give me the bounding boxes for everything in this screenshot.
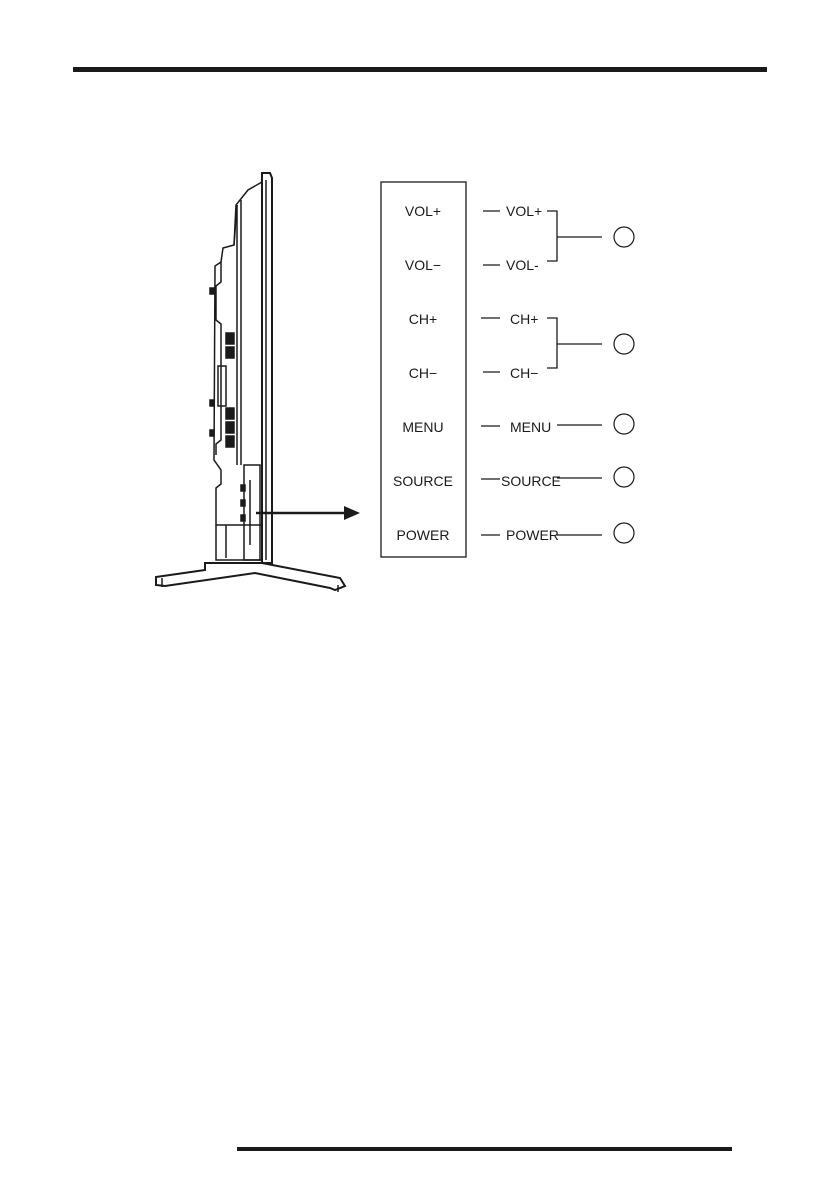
callout-marker-circle [613,333,635,355]
panel-label: CH− [409,365,437,381]
panel-label: SOURCE [393,473,453,489]
callout-label: VOL+ [506,203,542,219]
callout-label: CH− [510,365,538,381]
callout-label: VOL- [506,257,539,273]
callout-label: MENU [510,419,551,435]
callout-markers [613,226,635,544]
header-rule [73,67,767,72]
callout-label: CH+ [510,311,538,327]
port-icon [225,407,235,420]
tv-stand [155,562,347,592]
port-icon [225,332,235,345]
callout-marker-circle [613,413,635,435]
port-icon [225,421,235,434]
panel-label: VOL− [405,257,441,273]
bracket-connectors [547,210,602,536]
port-icon [225,435,235,448]
callout-label: SOURCE [501,473,561,489]
panel-label: MENU [402,419,443,435]
panel-label: VOL+ [405,203,441,219]
panel-label: CH+ [409,311,437,327]
pointer-arrow [256,506,360,520]
callout-label: POWER [506,527,559,543]
port-slot-icon [217,365,227,407]
callout-marker-circle [613,466,635,488]
callout-labels: VOL+ VOL- CH+ CH− MENU SOURCE POWER [501,203,561,543]
callout-marker-circle [613,522,635,544]
panel-label: POWER [397,527,450,543]
tv-side-profile [209,172,273,564]
panel-labels: VOL+ VOL− CH+ CH− MENU SOURCE POWER [393,203,453,543]
callout-marker-circle [613,226,635,248]
footer-rule [237,1147,732,1151]
port-icon [225,346,235,359]
button-panel [380,181,467,558]
leader-lines [481,210,500,536]
